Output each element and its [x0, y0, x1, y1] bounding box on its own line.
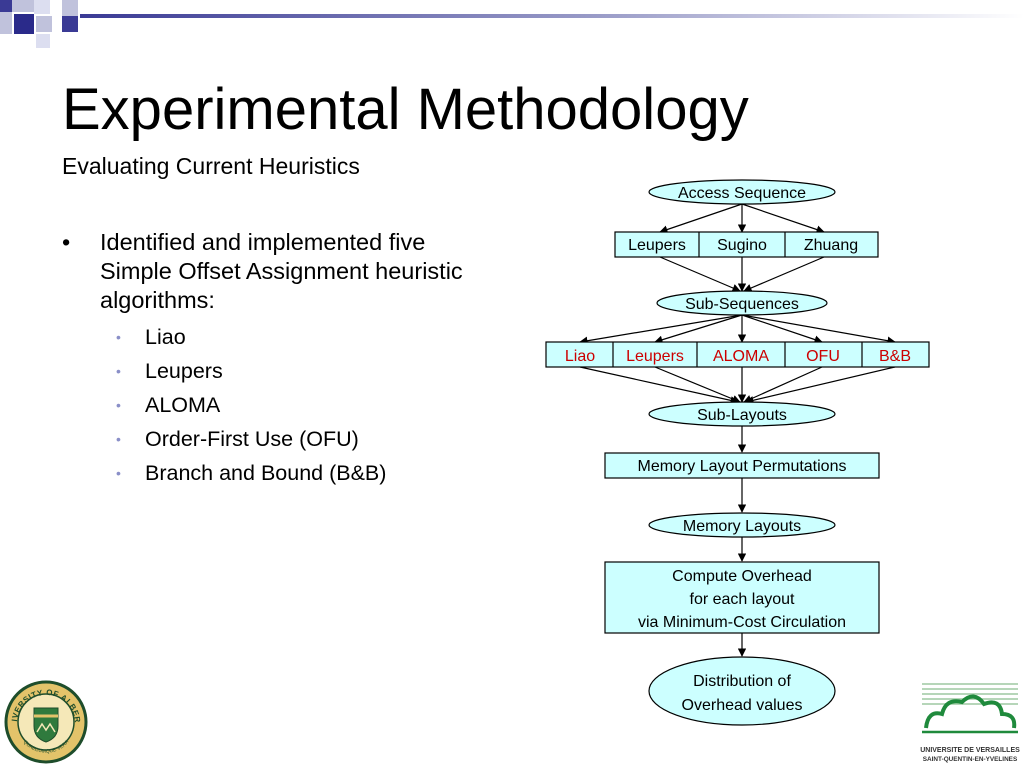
- memory-layouts-label: Memory Layouts: [683, 518, 801, 535]
- sub-layouts-label: Sub-Layouts: [697, 407, 787, 424]
- sub-bullet-dot-icon: •: [116, 465, 121, 481]
- sub-bullet-label: Branch and Bound (B&B): [145, 461, 387, 485]
- sub-bullet-label: ALOMA: [145, 393, 221, 417]
- arrow: [741, 314, 896, 345]
- heuristic-label: Liao: [565, 348, 595, 365]
- arrow: [654, 314, 743, 344]
- memory-layouts-node: Memory Layouts: [648, 512, 836, 538]
- seal-shield-icon: [33, 707, 59, 743]
- sunrise-rays-icon: [922, 683, 1018, 705]
- distribution-line: Distribution of: [693, 673, 791, 690]
- compute-overhead-line: for each layout: [690, 591, 796, 608]
- sub-bullet-dot-icon: •: [116, 363, 121, 379]
- sub-sequences-node: Sub-Sequences: [656, 290, 828, 316]
- sub-bullet-list: • Liao • Leupers • ALOMA • Order-First Use (…: [62, 320, 562, 490]
- uvsq-name-line: SAINT-QUENTIN-EN-YVELINES: [923, 756, 1018, 763]
- university-of-alberta-logo: UNIVERSITY OF ALBERTA QUAECUMQUE VERA: [4, 680, 88, 764]
- arrow: [659, 203, 743, 234]
- partitioner-label: Zhuang: [804, 237, 858, 254]
- main-bullet-line: algorithms:: [100, 287, 215, 313]
- main-bullet-line: Identified and implemented five: [100, 229, 426, 255]
- cloud-icon: [924, 694, 1017, 729]
- partitioner-label: Leupers: [628, 237, 686, 254]
- compute-overhead-node: Compute Overhead for each layout via Min…: [604, 561, 880, 634]
- sub-bullet-item: • Leupers: [62, 354, 562, 388]
- arrow: [745, 366, 896, 405]
- corner-decoration: [0, 0, 1024, 48]
- sub-bullet-label: Liao: [145, 325, 186, 349]
- arrow: [741, 314, 823, 344]
- main-bullet: • Identified and implemented five Simple…: [62, 228, 562, 315]
- partitioner-label: Sugino: [717, 237, 767, 254]
- sub-bullet-dot-icon: •: [116, 431, 121, 447]
- connector-arrows: [579, 203, 896, 657]
- slide-title: Experimental Methodology: [62, 77, 749, 142]
- arrow: [741, 203, 825, 234]
- partitioner-row: Leupers Sugino Zhuang: [614, 231, 879, 258]
- access-sequence-node: Access Sequence: [648, 179, 836, 205]
- heuristic-label: Leupers: [626, 348, 684, 365]
- heuristics-row: Liao Leupers ALOMA OFU B&B: [545, 341, 930, 368]
- bullet-list: • Identified and implemented five Simple…: [62, 228, 562, 490]
- uvsq-name-line: UNIVERSITE DE VERSAILLES: [920, 747, 1020, 754]
- permutations-node: Memory Layout Permutations: [604, 452, 880, 479]
- distribution-line: Overhead values: [682, 697, 803, 714]
- sub-bullet-item: • ALOMA: [62, 388, 562, 422]
- slide-subtitle: Evaluating Current Heuristics: [62, 153, 360, 179]
- arrow: [579, 366, 739, 405]
- bullet-dot-icon: •: [62, 229, 71, 255]
- distribution-node: Distribution of Overhead values: [648, 656, 836, 726]
- sub-bullet-item: • Liao: [62, 320, 562, 354]
- uvsq-logo: UNIVERSITE DE VERSAILLES SAINT-QUENTIN-E…: [920, 683, 1020, 763]
- sub-layouts-node: Sub-Layouts: [648, 401, 836, 427]
- arrow: [743, 366, 823, 403]
- heuristic-label: ALOMA: [713, 348, 769, 365]
- sub-bullet-dot-icon: •: [116, 329, 121, 345]
- heuristic-label: OFU: [806, 348, 840, 365]
- compute-overhead-line: via Minimum-Cost Circulation: [638, 614, 846, 631]
- sub-bullet-label: Order-First Use (OFU): [145, 427, 359, 451]
- sub-bullet-dot-icon: •: [116, 397, 121, 413]
- compute-overhead-line: Compute Overhead: [672, 568, 812, 585]
- arrow: [659, 256, 741, 292]
- arrow: [579, 314, 743, 345]
- heuristic-label: B&B: [879, 348, 911, 365]
- main-bullet-line: Simple Offset Assignment heuristic: [100, 258, 463, 284]
- sub-bullet-item: • Branch and Bound (B&B): [62, 456, 562, 490]
- sub-bullet-item: • Order-First Use (OFU): [62, 422, 562, 456]
- sub-bullet-label: Leupers: [145, 359, 223, 383]
- arrow: [654, 366, 741, 404]
- access-sequence-label: Access Sequence: [678, 185, 806, 202]
- arrow: [743, 256, 825, 292]
- permutations-label: Memory Layout Permutations: [638, 458, 847, 475]
- sub-sequences-label: Sub-Sequences: [685, 296, 799, 313]
